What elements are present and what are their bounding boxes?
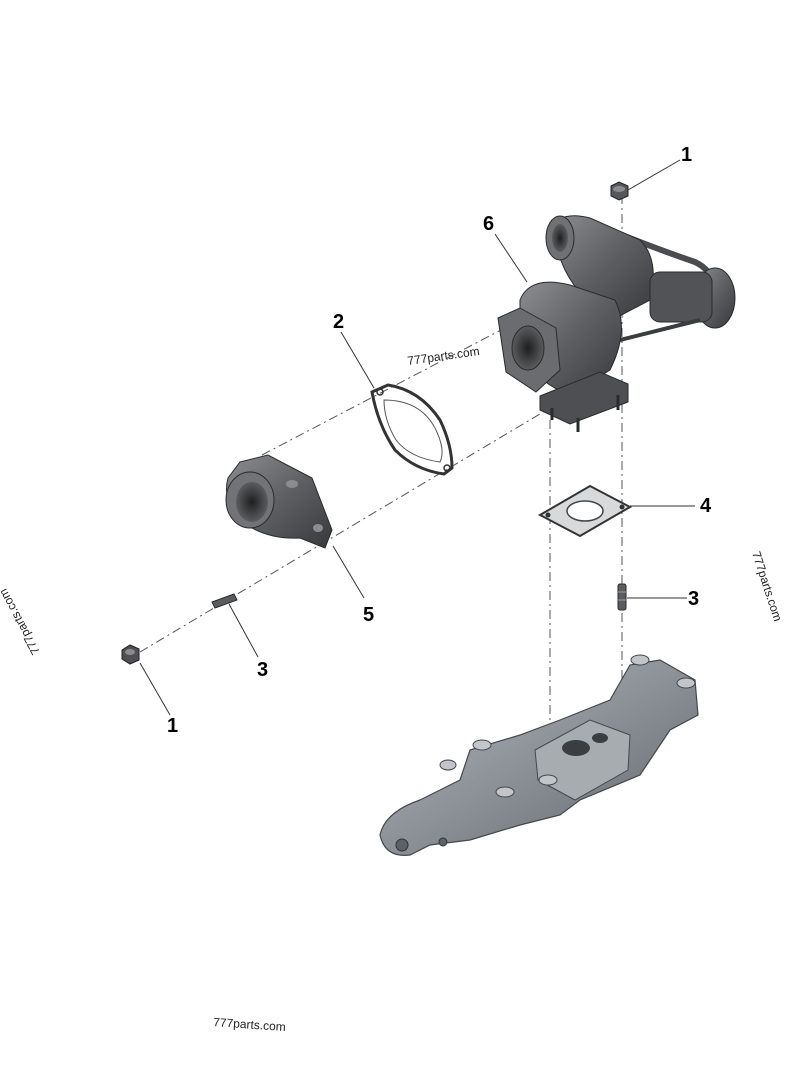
- turbocharger: [497, 215, 736, 432]
- exhaust-manifold: [379, 654, 699, 856]
- hex-nut-left: [121, 644, 140, 665]
- callout-nut-top: 1: [681, 144, 692, 166]
- callout-nut-left: 1: [167, 715, 178, 737]
- watermark-bottom: 777parts.com: [213, 1015, 287, 1034]
- callout-labels: 1 6 2 4 3 5 3 1: [167, 144, 712, 737]
- callout-gasket-elbow: 2: [333, 311, 344, 333]
- callout-elbow: 5: [363, 604, 374, 626]
- hex-nut-top: [610, 181, 629, 201]
- watermark-right: 777parts.com: [749, 550, 785, 623]
- exhaust-elbow: [225, 454, 333, 549]
- watermark-center: 777parts.com: [406, 344, 480, 368]
- stud-right: [617, 583, 627, 611]
- assembly-centerlines: [139, 195, 623, 735]
- elbow-gasket: [370, 383, 454, 476]
- callout-stud-right: 3: [688, 588, 699, 610]
- stud-left: [211, 593, 238, 609]
- flange-gasket: [537, 484, 633, 538]
- leader-lines: [139, 159, 695, 716]
- callout-turbo: 6: [483, 213, 494, 235]
- callout-gasket-flange: 4: [700, 495, 712, 517]
- watermark-left: 777parts.com: [0, 586, 43, 657]
- callout-stud-left: 3: [257, 659, 268, 681]
